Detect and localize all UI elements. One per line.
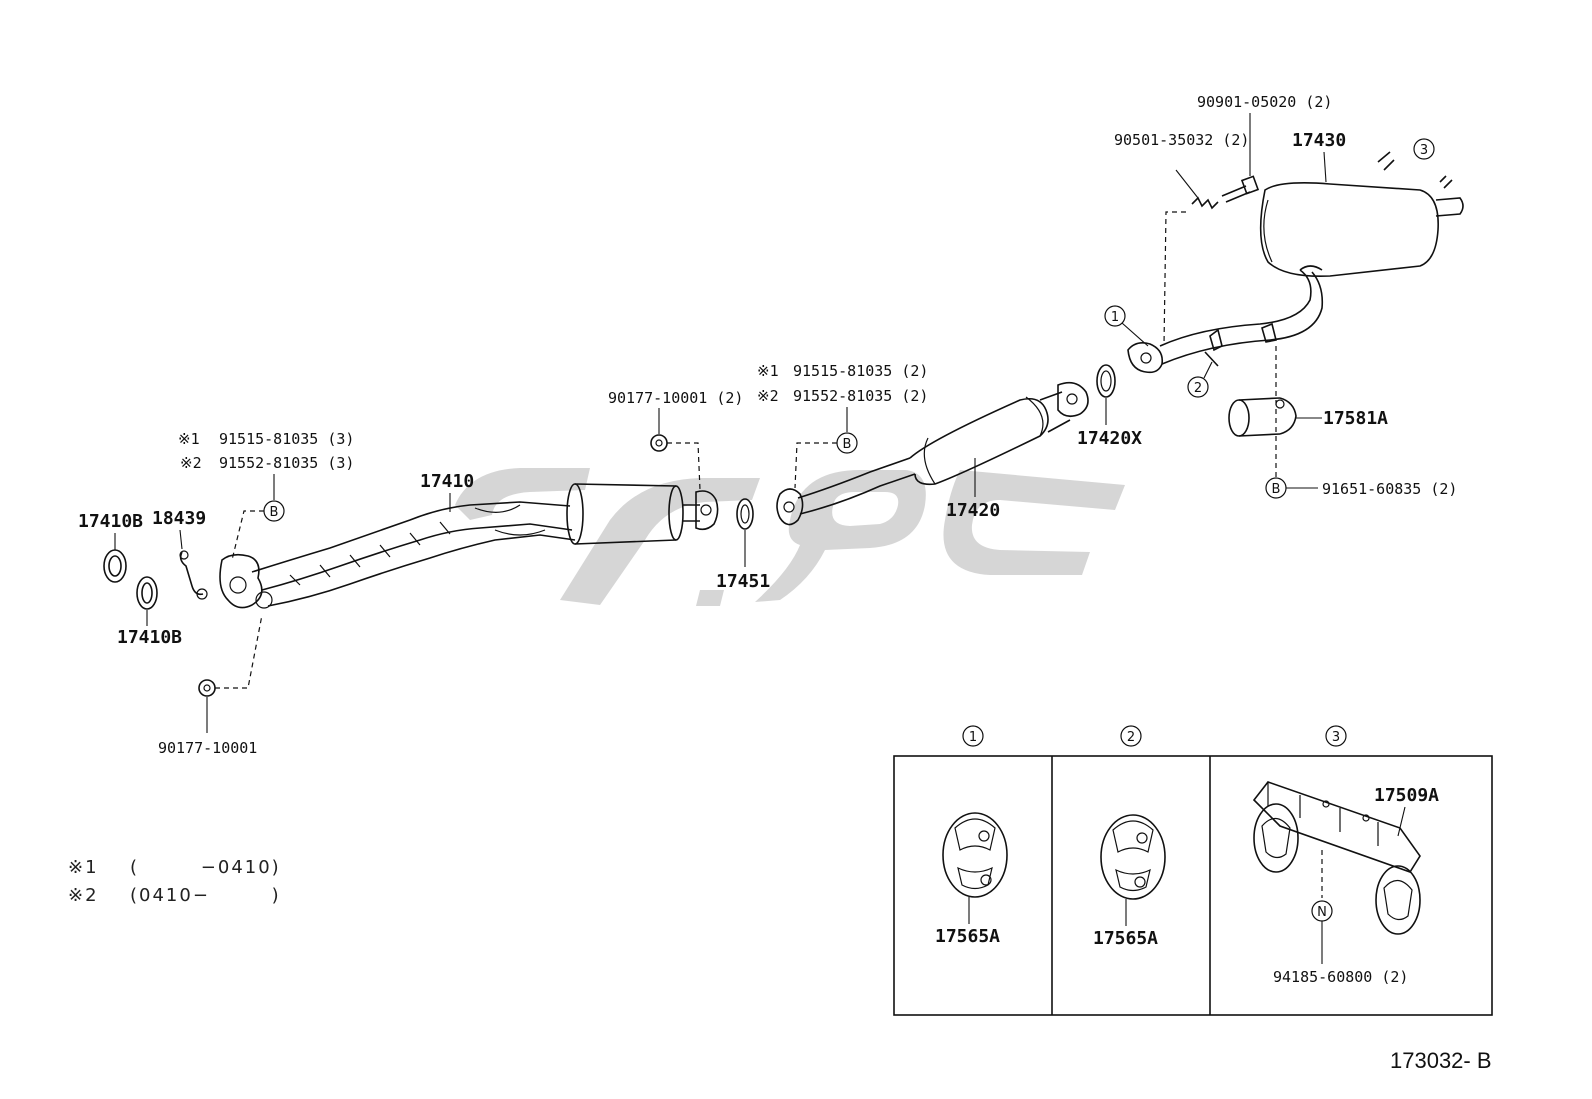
leader-17509a xyxy=(1397,806,1406,837)
gasket-17420x xyxy=(1096,364,1116,398)
label-17430: 17430 xyxy=(1292,130,1346,151)
mark-2-left: ※2 xyxy=(180,454,202,472)
watermark-logo xyxy=(455,468,1125,606)
rubber-hanger-2 xyxy=(1100,814,1166,900)
mark-1-left: ※1 xyxy=(178,430,200,448)
spring-90501-35032 xyxy=(1191,196,1219,210)
bolt-part-91515-left: 91515-81035 (3) xyxy=(219,430,354,448)
gasket-17451 xyxy=(736,498,754,530)
svg-text:2: 2 xyxy=(1194,381,1202,396)
label-17509a: 17509A xyxy=(1374,785,1439,806)
label-17410b-upper: 17410B xyxy=(78,511,143,532)
center-pipe-17420 xyxy=(776,381,1089,526)
hanger-bracket-17509a xyxy=(1252,781,1421,935)
label-91651-60835: 91651-60835 (2) xyxy=(1322,480,1457,498)
svg-text:N: N xyxy=(1317,905,1327,920)
callout-3-main: 3 xyxy=(1413,138,1435,160)
label-94185-60800: 94185-60800 (2) xyxy=(1273,968,1408,986)
leader-90501 xyxy=(1175,169,1199,199)
nut-90177-10001-lower xyxy=(198,679,216,697)
svg-text:1: 1 xyxy=(1111,310,1119,325)
svg-text:2: 2 xyxy=(1127,730,1135,745)
svg-text:3: 3 xyxy=(1332,730,1340,745)
note-2-range: (0410− ) xyxy=(130,885,281,906)
label-90901-05020: 90901-05020 (2) xyxy=(1197,93,1332,111)
svg-text:3: 3 xyxy=(1420,143,1428,158)
label-17420x: 17420X xyxy=(1077,428,1142,449)
bolt-part-91515-mid: 91515-81035 (2) xyxy=(793,362,928,380)
callout-2-inset: 2 xyxy=(1120,725,1142,747)
dash-nut-lower xyxy=(215,614,263,689)
ref-b-left: B xyxy=(263,500,285,522)
label-90501-35032: 90501-35032 (2) xyxy=(1114,131,1249,149)
mark-2-mid: ※2 xyxy=(757,387,779,405)
tail-tip-17581a xyxy=(1228,397,1297,437)
leader-18439 xyxy=(179,529,183,550)
ref-n: N xyxy=(1311,900,1333,922)
label-17410: 17410 xyxy=(420,471,474,492)
label-17451: 17451 xyxy=(716,571,770,592)
label-17581a: 17581A xyxy=(1323,408,1388,429)
leader-callout-2 xyxy=(1203,361,1213,379)
bolt-part-91552-mid: 91552-81035 (2) xyxy=(793,387,928,405)
svg-text:B: B xyxy=(270,505,279,520)
diagram-id: 173032- B xyxy=(1390,1048,1492,1073)
gasket-17410b-lower xyxy=(136,576,158,610)
leader-17430 xyxy=(1323,151,1327,183)
label-17420: 17420 xyxy=(946,500,1000,521)
callout-1-inset: 1 xyxy=(962,725,984,747)
gasket-17410b-upper xyxy=(103,549,127,583)
label-17410b-lower: 17410B xyxy=(117,627,182,648)
note-1-mark: ※1 xyxy=(68,857,99,878)
svg-text:B: B xyxy=(1272,482,1281,497)
bracket-18439 xyxy=(179,550,208,600)
dash-nut-upper xyxy=(667,442,701,491)
svg-text:B: B xyxy=(843,437,852,452)
nut-90177-10001-upper xyxy=(650,434,668,452)
ref-b-right: B xyxy=(1265,477,1287,499)
dash-bolt-mid xyxy=(794,442,837,489)
tail-pipe-muffler-17430 xyxy=(1127,151,1464,374)
callout-2-main: 2 xyxy=(1187,376,1209,398)
mark-1-mid: ※1 xyxy=(757,362,779,380)
dash-hardware xyxy=(1163,211,1186,346)
bolt-part-91552-left: 91552-81035 (3) xyxy=(219,454,354,472)
ref-b-mid: B xyxy=(836,432,858,454)
svg-text:1: 1 xyxy=(969,730,977,745)
note-1-range: ( −0410) xyxy=(130,857,281,878)
dash-bolt-left xyxy=(231,510,264,561)
center-muffler-17410 xyxy=(566,483,719,545)
label-17565a-2: 17565A xyxy=(1093,928,1158,949)
label-18439: 18439 xyxy=(152,508,206,529)
label-90177-10001-2: 90177-10001 (2) xyxy=(608,389,743,407)
label-17565a-1: 17565A xyxy=(935,926,1000,947)
note-2-mark: ※2 xyxy=(68,885,99,906)
front-exhaust-pipe-17410 xyxy=(219,501,576,609)
callout-1-main: 1 xyxy=(1104,305,1126,327)
callout-3-inset: 3 xyxy=(1325,725,1347,747)
bolt-90901-05020 xyxy=(1221,175,1260,203)
rubber-hanger-1 xyxy=(942,812,1008,898)
detail-inset xyxy=(893,755,1493,1016)
label-90177-10001: 90177-10001 xyxy=(158,739,257,757)
